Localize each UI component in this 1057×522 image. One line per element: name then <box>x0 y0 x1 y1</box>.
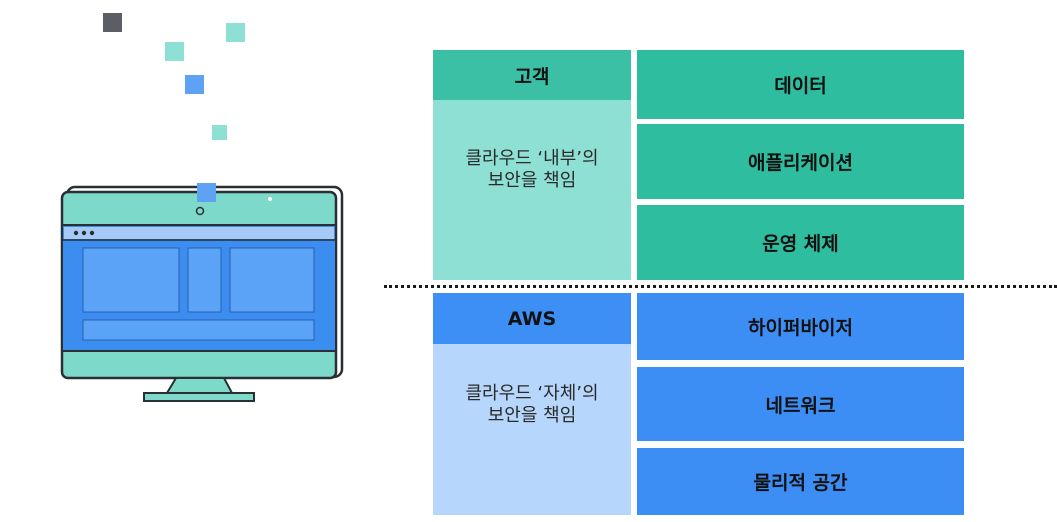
aws-header: AWS <box>433 293 631 344</box>
aws-item-physical-space: 물리적 공간 <box>637 448 964 515</box>
pixel-square-icon <box>103 13 245 140</box>
customer-column: 고객 클라우드 ‘내부’의 보안을 책임 <box>433 50 631 280</box>
aws-item-network: 네트워크 <box>637 367 964 441</box>
computer-monitor-icon <box>60 183 344 402</box>
customer-item-application: 애플리케이션 <box>637 124 964 199</box>
customer-item-os: 운영 체제 <box>637 205 964 280</box>
computer-illustration <box>60 13 344 402</box>
customer-header: 고객 <box>433 50 631 100</box>
customer-item-data: 데이터 <box>637 50 964 119</box>
aws-item-hypervisor: 하이퍼바이저 <box>637 293 964 360</box>
responsibility-divider <box>384 285 1057 288</box>
aws-description: 클라우드 ‘자체’의 보안을 책임 <box>433 344 631 515</box>
aws-column: AWS 클라우드 ‘자체’의 보안을 책임 <box>433 293 631 515</box>
customer-description: 클라우드 ‘내부’의 보안을 책임 <box>433 100 631 280</box>
